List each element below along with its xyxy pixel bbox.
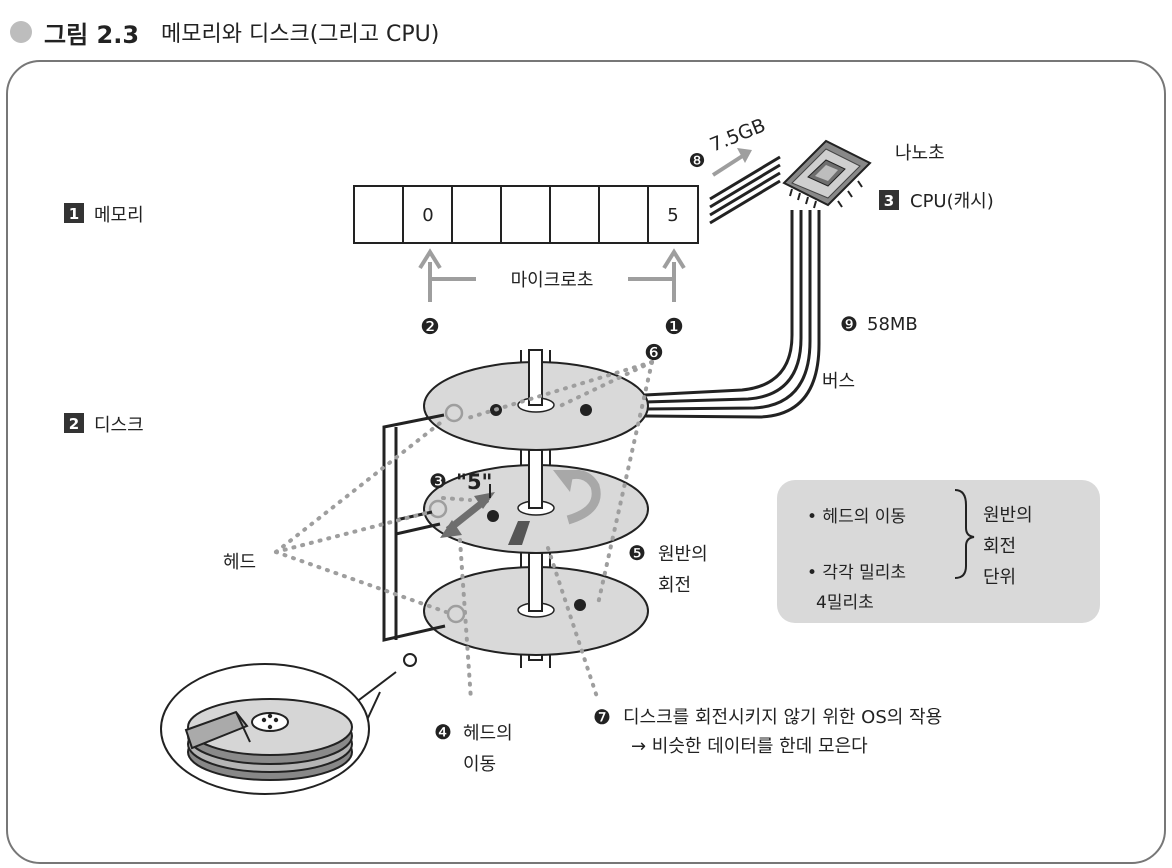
figure-title: 그림 2.3 메모리와 디스크(그리고 CPU) — [10, 14, 439, 50]
head-move-label: 이동 — [463, 754, 496, 775]
disk-badge-text: 2 — [69, 415, 79, 433]
data-point — [487, 510, 499, 522]
cpu-badge-text: 3 — [884, 192, 894, 210]
bracket-icon — [954, 489, 975, 579]
memory-cell-value: 5 — [667, 205, 678, 226]
cpu-chip-icon — [782, 139, 872, 209]
data-block-icon — [508, 521, 530, 545]
bus-throughput-label: 58MB — [867, 314, 918, 335]
head-move-label: 헤드의 — [463, 723, 513, 744]
disk-badge — [64, 413, 84, 433]
arrow-head-icon — [418, 248, 442, 270]
info-unit-label: 원반의 — [983, 505, 1033, 526]
head-position-marker — [428, 499, 448, 519]
os-optimization-label: → 비슷한 데이터를 한데 모은다 — [631, 736, 868, 757]
step-4-marker: ❹ — [434, 720, 452, 744]
step-8-marker: ❽ — [688, 150, 705, 172]
info-item-sub: 4밀리초 — [816, 593, 874, 613]
disk-platter — [423, 552, 649, 656]
os-optimization-label: 디스크를 회전시키지 않기 위한 OS의 작용 — [623, 707, 942, 728]
rotation-arrow-icon — [559, 469, 601, 525]
head-position-marker — [444, 403, 464, 423]
info-item: • 각각 밀리초 — [807, 563, 906, 583]
step-1-marker: ❶ — [664, 315, 684, 340]
memory-badge — [64, 203, 84, 223]
cpu-speed-label: 나노초 — [895, 143, 945, 164]
info-unit-label: 회전 — [983, 536, 1016, 557]
platter-rotation-label: 회전 — [658, 575, 691, 596]
disk-unit-info-box: • 헤드의 이동 • 각각 밀리초 4밀리초 원반의 회전 단위 — [777, 480, 1100, 623]
step-6-marker: ❻ — [644, 341, 664, 366]
figure-frame — [6, 60, 1166, 864]
data-point — [580, 404, 592, 416]
disk-platter — [423, 349, 649, 451]
info-unit-label: 단위 — [983, 567, 1016, 588]
arrow-head-icon — [737, 148, 752, 163]
title-bullet-icon — [10, 21, 32, 43]
dotted-guides — [274, 360, 654, 702]
figure-caption: 메모리와 디스크(그리고 CPU) — [161, 22, 440, 47]
cpu-label: CPU(캐시) — [910, 191, 994, 212]
cpu-throughput-label: 7.5GB — [707, 114, 769, 156]
memory-cpu-bus — [709, 155, 781, 225]
step-2-marker: ❷ — [420, 315, 440, 340]
memory-badge-text: 1 — [69, 205, 79, 223]
step-3-marker: ❸ — [429, 469, 447, 493]
bus-wires — [644, 210, 821, 419]
access-time-label: 마이크로초 — [511, 270, 594, 291]
step-7-marker: ❼ — [593, 705, 611, 729]
disk-label: 디스크 — [94, 415, 144, 436]
step-9-marker: ❾ — [840, 312, 858, 336]
step-5-marker: ❺ — [628, 541, 646, 565]
disk-platter — [423, 449, 649, 554]
arrow-head-icon — [662, 248, 686, 270]
figure-number: 그림 2.3 — [44, 20, 140, 49]
memory-cell-value: 0 — [422, 205, 433, 226]
data-point — [574, 599, 586, 611]
info-item: • 헤드의 이동 — [807, 507, 906, 527]
memory-section: 1 메모리 0 5 마이크로초 ❷ ❶ — [64, 185, 699, 340]
platter-rotation-label: 원반의 — [658, 544, 708, 565]
memory-label: 메모리 — [94, 205, 144, 226]
hard-disk-stack-icon — [184, 698, 353, 781]
cpu-badge — [879, 190, 899, 210]
memory-cells: 0 5 — [353, 185, 699, 244]
head-label: 헤드 — [223, 552, 256, 573]
bus-label: 버스 — [822, 371, 855, 392]
read-value-label: "5" — [456, 470, 493, 494]
